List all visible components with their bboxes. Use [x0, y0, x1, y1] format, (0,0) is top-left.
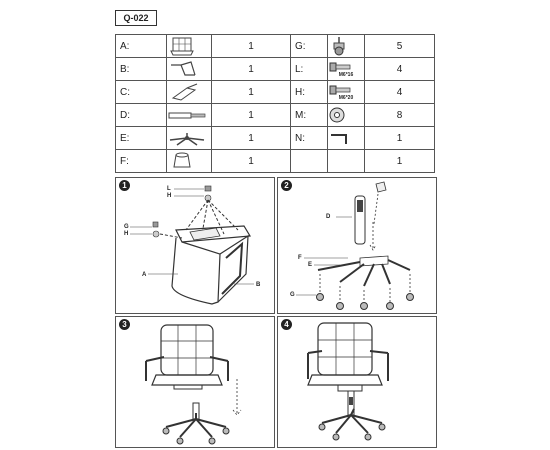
- mechanism-icon: [171, 83, 198, 101]
- hardware-label: H:: [290, 80, 328, 104]
- step-number: 4: [281, 319, 292, 330]
- part-label: F:: [115, 149, 167, 173]
- part-qty: 1: [211, 103, 291, 127]
- part-label: D:: [115, 103, 167, 127]
- hardware-label: M:: [290, 103, 328, 127]
- seat-back-icon: [170, 37, 194, 56]
- base-assembly-drawing: [296, 181, 414, 310]
- hardware-label: G:: [290, 34, 328, 58]
- part-label: C:: [115, 80, 167, 104]
- table-row: D: 1 M: 8: [115, 103, 435, 127]
- step-number: 3: [119, 319, 130, 330]
- part-qty: 1: [211, 80, 291, 104]
- allen-key-icon: [331, 134, 347, 144]
- step-1-panel: 1 L H G H A B: [115, 177, 275, 314]
- table-row: A: 1 G: 5: [115, 34, 435, 58]
- part-qty: 1: [211, 34, 291, 58]
- bolt-size: M6*20: [338, 94, 354, 101]
- seat-assembly-drawing: [130, 185, 254, 305]
- hardware-label: L:: [290, 57, 328, 81]
- caster-icon: [333, 37, 345, 56]
- step-4-panel: 4: [277, 316, 437, 448]
- hardware-label: N:: [290, 126, 328, 150]
- step-number: 1: [119, 180, 130, 191]
- step-2-panel: 2 D F E G: [277, 177, 437, 314]
- part-tag: G: [124, 224, 129, 230]
- part-label: E:: [115, 126, 167, 150]
- table-row: B: 1 L: M6*16 4: [115, 57, 435, 81]
- part-tag: H: [167, 193, 172, 199]
- table-row: E: 1 N: 1: [115, 126, 435, 150]
- part-tag: H: [124, 231, 129, 237]
- part-qty: 1: [211, 57, 291, 81]
- armrest-frame-icon: [171, 61, 196, 76]
- part-tag: A: [142, 272, 147, 278]
- cover-icon: [173, 152, 191, 168]
- part-tag: G: [290, 292, 295, 298]
- hardware-label: [290, 149, 328, 173]
- chair-mounting-drawing: [145, 324, 242, 445]
- part-qty: 1: [211, 126, 291, 150]
- part-label: B:: [115, 57, 167, 81]
- washer-icon: [329, 107, 345, 123]
- hardware-qty: 4: [364, 80, 435, 104]
- finished-chair-drawing: [307, 322, 389, 441]
- table-row: F: 1 1: [115, 149, 435, 173]
- hardware-qty: 5: [364, 34, 435, 58]
- part-tag: L: [167, 186, 171, 192]
- hardware-qty: 4: [364, 57, 435, 81]
- bolt-size: M6*16: [338, 71, 354, 78]
- base-icon: [169, 133, 205, 146]
- gas-lift-icon: [168, 112, 206, 119]
- bolt-icon: [329, 62, 351, 71]
- part-qty: 1: [211, 149, 291, 173]
- parts-table: A: 1 G: 5 B: 1 L:: [115, 34, 435, 173]
- step-number: 2: [281, 180, 292, 191]
- hardware-qty: 1: [364, 149, 435, 173]
- step-3-panel: 3: [115, 316, 275, 448]
- part-tag: F: [298, 255, 302, 261]
- table-row: C: 1 H: M6*20 4: [115, 80, 435, 104]
- bolt-icon: [329, 85, 351, 94]
- part-tag: E: [308, 262, 313, 268]
- hardware-qty: 1: [364, 126, 435, 150]
- hardware-qty: 8: [364, 103, 435, 127]
- model-code: Q-022: [115, 10, 157, 26]
- part-tag: D: [326, 214, 331, 220]
- part-label: A:: [115, 34, 167, 58]
- part-tag: B: [256, 282, 261, 288]
